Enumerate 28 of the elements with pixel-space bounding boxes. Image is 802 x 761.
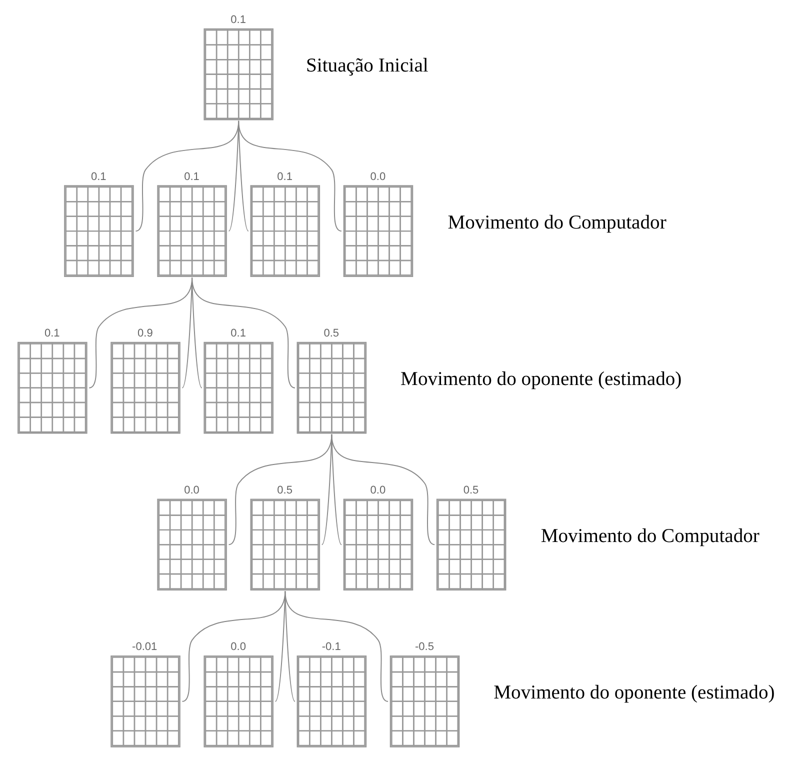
node-label: 0.0 — [370, 170, 386, 183]
label: Movimento do oponente (estimado) — [493, 682, 774, 704]
label: Movimento do oponente (estimado) — [400, 369, 682, 390]
node-label: 0.9 — [137, 328, 152, 340]
node-label: 0.0 — [184, 484, 199, 496]
connector — [284, 590, 388, 702]
node-label: -0.01 — [132, 641, 157, 654]
node-label: -0.5 — [414, 641, 434, 654]
node-label: 0.5 — [462, 484, 478, 496]
node-label: 0.5 — [323, 328, 339, 340]
connector — [191, 277, 295, 388]
connector — [238, 120, 342, 232]
connector — [330, 434, 342, 546]
label: Movimento do Computador — [447, 212, 666, 234]
node-label: 0.0 — [230, 641, 246, 654]
label: Movimento do Computador — [540, 526, 759, 547]
node-label: 0.1 — [276, 170, 292, 183]
label: Situação Inicial — [306, 56, 428, 77]
connector — [284, 590, 295, 702]
node-label: 0.1 — [184, 170, 199, 183]
node-label: 0.5 — [276, 484, 292, 496]
connector — [330, 434, 435, 546]
node-label: -0.1 — [321, 641, 340, 654]
node-label: 0.1 — [44, 328, 60, 340]
node-label: 0.0 — [370, 484, 386, 496]
node-label: 0.1 — [230, 14, 246, 26]
node-label: 0.1 — [230, 328, 246, 340]
node-label: 0.1 — [90, 170, 106, 183]
